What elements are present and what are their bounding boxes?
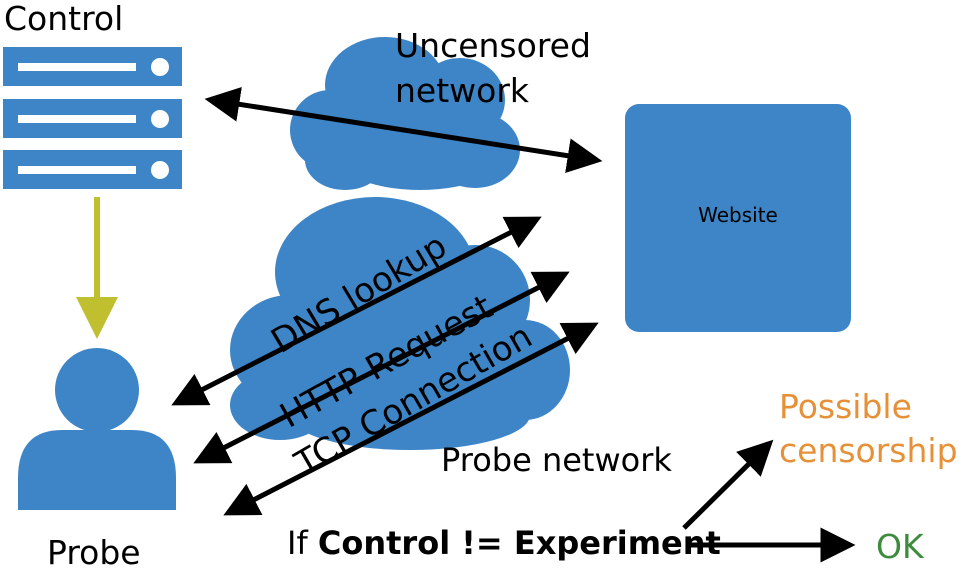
possible-censorship-arrow	[682, 439, 774, 530]
control-website-arrow	[204, 86, 603, 174]
website-box	[625, 104, 851, 332]
control-server-icon	[3, 47, 182, 189]
ok-label: OK	[876, 527, 924, 566]
decision-condition: If Control != Experiment	[287, 527, 721, 559]
control-label: Control	[4, 0, 124, 38]
probe-label: Probe	[47, 533, 141, 572]
condition-prefix: If	[287, 524, 308, 562]
probe-network-label: Probe network	[441, 441, 672, 479]
possible-censorship-label-line2: censorship	[779, 431, 958, 470]
tcp-arrow	[223, 322, 599, 516]
uncensored-network-label-line1: Uncensored	[395, 26, 591, 65]
uncensored-network-label-line2: network	[395, 71, 530, 110]
condition-expression: Control != Experiment	[317, 524, 721, 562]
possible-censorship-label-line1: Possible	[779, 387, 912, 426]
probe-user-icon	[18, 348, 176, 510]
website-label: Website	[698, 203, 778, 227]
